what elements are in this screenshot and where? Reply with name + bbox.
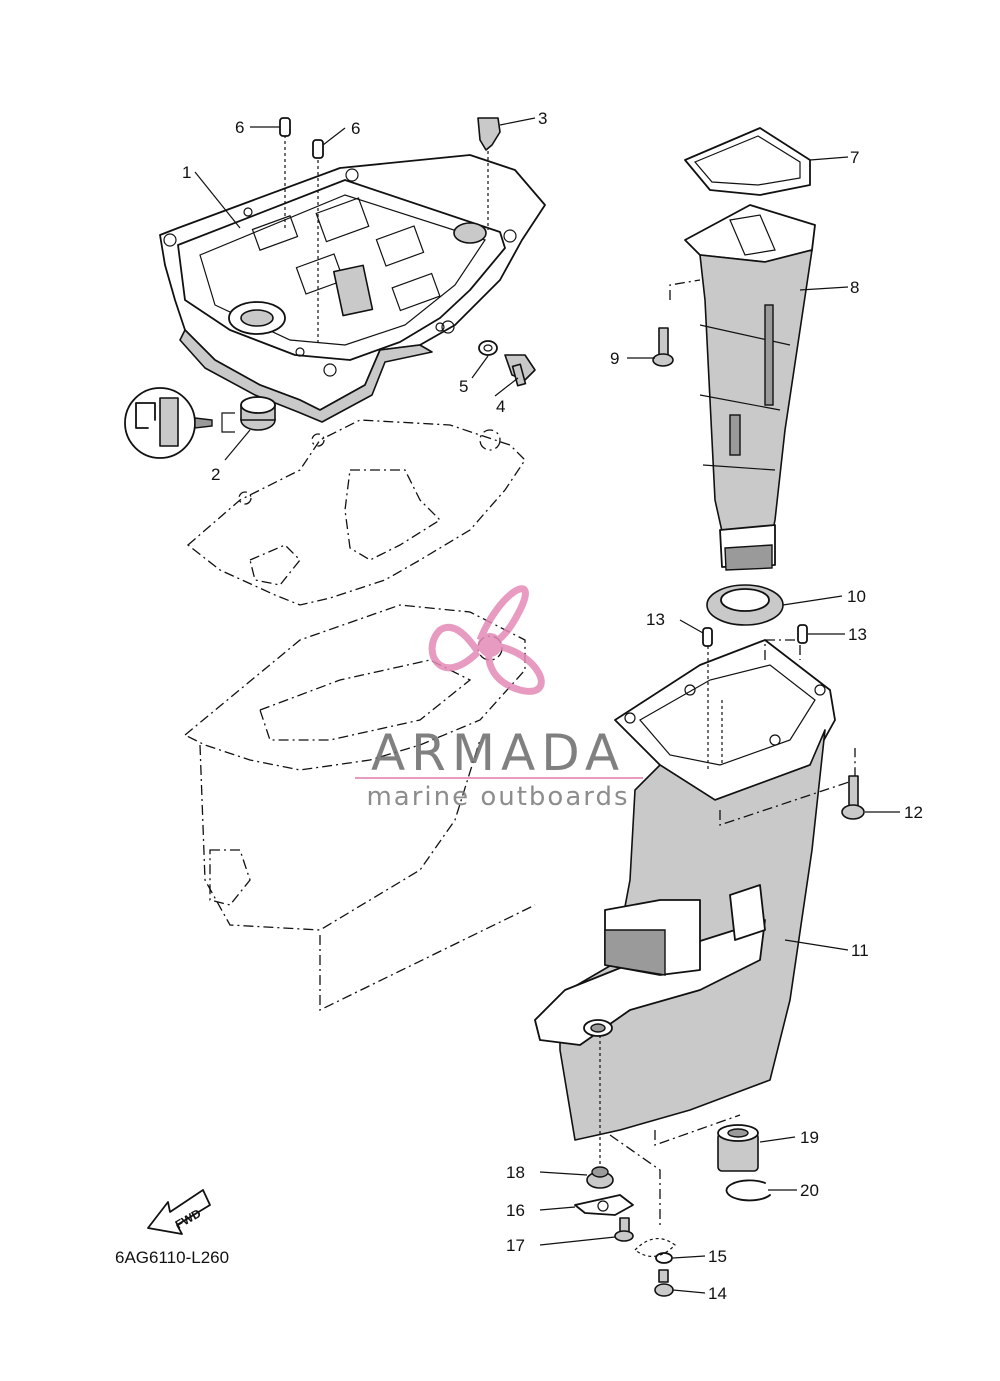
leader-lines bbox=[194, 117, 900, 1294]
pin13-connector bbox=[764, 639, 801, 660]
part-label-9: 9 bbox=[610, 349, 619, 368]
part-labels: 1 2 3 4 5 6 6 7 8 9 10 11 12 13 13 14 15… bbox=[182, 109, 923, 1303]
part-label-2: 2 bbox=[211, 465, 220, 484]
part-label-12: 12 bbox=[904, 803, 923, 822]
exhaust-guide-drawing bbox=[684, 127, 816, 571]
part-label-13a: 13 bbox=[646, 610, 665, 629]
small-parts bbox=[124, 117, 865, 1297]
part-label-6b: 6 bbox=[351, 119, 360, 138]
part-label-14: 14 bbox=[708, 1284, 727, 1303]
part-label-15: 15 bbox=[708, 1247, 727, 1266]
part-label-7: 7 bbox=[850, 148, 859, 167]
part-label-6a: 6 bbox=[235, 118, 244, 137]
part-label-13b: 13 bbox=[848, 625, 867, 644]
watermark-title: ARMADA bbox=[371, 724, 625, 782]
part-label-18: 18 bbox=[506, 1163, 525, 1182]
part-label-3: 3 bbox=[538, 109, 547, 128]
watermark-subtitle: marine outboards bbox=[366, 782, 629, 812]
part-label-20: 20 bbox=[800, 1181, 819, 1200]
diagram-code: 6AG6110-L260 bbox=[115, 1248, 229, 1267]
part-label-17: 17 bbox=[506, 1236, 525, 1255]
part-label-19: 19 bbox=[800, 1128, 819, 1147]
part-label-10: 10 bbox=[847, 587, 866, 606]
casing-connector bbox=[719, 748, 856, 826]
seal-10-drawing bbox=[706, 584, 784, 626]
drain-connector bbox=[609, 1134, 661, 1225]
watermark-hub-icon bbox=[478, 633, 502, 657]
part-label-4: 4 bbox=[496, 397, 505, 416]
watermark: ARMADA marine outboards bbox=[355, 585, 643, 812]
part-label-8: 8 bbox=[850, 278, 859, 297]
upper-casing-drawing bbox=[534, 639, 836, 1141]
part-label-5: 5 bbox=[459, 377, 468, 396]
upper-case-drawing bbox=[159, 154, 546, 423]
casing-connector-2 bbox=[654, 1114, 741, 1146]
part-label-16: 16 bbox=[506, 1201, 525, 1220]
pin-connector bbox=[669, 279, 701, 300]
part-label-11: 11 bbox=[851, 941, 869, 960]
gasket-drawing bbox=[186, 419, 526, 606]
part-label-1: 1 bbox=[182, 163, 191, 182]
